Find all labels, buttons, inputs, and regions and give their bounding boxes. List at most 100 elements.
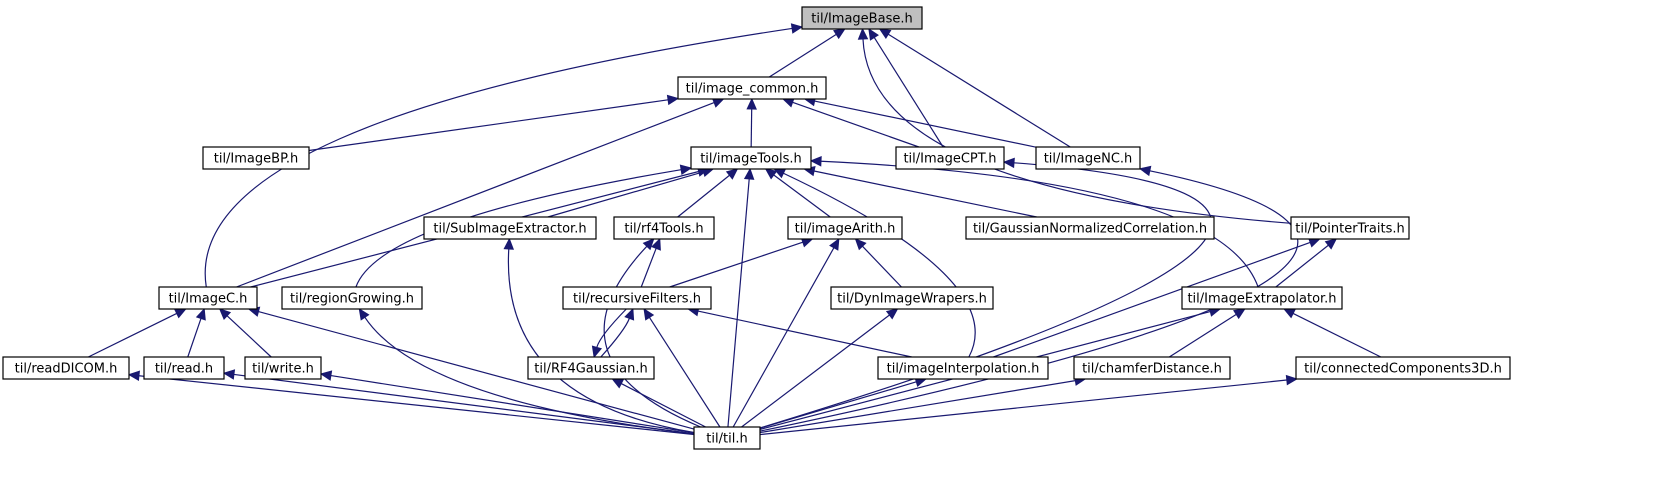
edge-line (677, 174, 730, 218)
edge-line (187, 318, 202, 358)
nodes-layer: til/ImageBase.h til/image_common.h til/Ima… (2, 6, 1511, 450)
node-imageinterpolation[interactable]: til/imageInterpolation.h (877, 356, 1049, 380)
node-image_common[interactable]: til/image_common.h (677, 76, 827, 100)
node-box[interactable] (202, 146, 310, 170)
edge-arrowhead (764, 168, 778, 180)
edge-arrowhead (127, 370, 140, 382)
node-imagebp[interactable]: til/ImageBP.h (202, 146, 310, 170)
edge-imagetools-to-gaussiannormalizedcorrelation (803, 165, 1037, 218)
edge-imagearith-to-til (732, 237, 840, 428)
edge-imagec-to-readdicom (88, 308, 187, 358)
node-box[interactable] (143, 356, 225, 380)
edge-arrowhead (743, 167, 755, 180)
node-box[interactable] (1073, 356, 1231, 380)
node-imagearith[interactable]: til/imageArith.h (787, 216, 903, 240)
node-rf4gaussian[interactable]: til/RF4Gaussian.h (527, 356, 655, 380)
node-rf4tools[interactable]: til/rf4Tools.h (613, 216, 715, 240)
edge-arrowhead (195, 307, 206, 321)
edge-recursivefilters-to-til (643, 307, 721, 428)
node-box[interactable] (1181, 286, 1343, 310)
node-box[interactable] (801, 6, 923, 30)
node-box[interactable] (613, 216, 715, 240)
node-box[interactable] (895, 146, 1005, 170)
node-imagec[interactable]: til/ImageC.h (158, 286, 258, 310)
edge-arrowhead (624, 307, 635, 321)
edge-line (330, 374, 695, 434)
node-label: til/ImageNC.h (1044, 152, 1133, 167)
edge-connectedcomponents3d-to-til (759, 374, 1298, 436)
edge-imagenc-to-til (759, 165, 1299, 432)
node-chamferdistance[interactable]: til/chamferDistance.h (1073, 356, 1231, 380)
edge-imageextrapolator-to-connectedcomponents3d (1283, 308, 1382, 358)
edge-chamferdistance-to-til (759, 375, 1087, 434)
edge-line (759, 381, 917, 429)
edge-recursivefilters-to-rf4gaussian (600, 307, 635, 358)
node-box[interactable] (877, 356, 1049, 380)
node-box[interactable] (527, 356, 655, 380)
node-connectedcomponents3d[interactable]: til/connectedComponents3D.h (1295, 356, 1511, 380)
node-imagetools[interactable]: til/imageTools.h (690, 146, 812, 170)
edge-line (768, 33, 837, 78)
node-imagecpt[interactable]: til/ImageCPT.h (895, 146, 1005, 170)
edge-arrowhead (1285, 374, 1298, 386)
node-box[interactable] (244, 356, 322, 380)
node-label: til/readDICOM.h (15, 362, 118, 377)
node-label: til/image_common.h (686, 82, 819, 97)
edge-imagebase-to-imagenc (878, 28, 1071, 148)
node-pointertraits[interactable]: til/PointerTraits.h (1290, 216, 1410, 240)
node-subimageextractor[interactable]: til/SubImageExtractor.h (423, 216, 597, 240)
node-imageextrapolator[interactable]: til/ImageExtrapolator.h (1181, 286, 1343, 310)
node-box[interactable] (965, 216, 1215, 240)
node-box[interactable] (281, 286, 423, 310)
edge-line (258, 311, 695, 430)
node-til[interactable]: til/til.h (693, 426, 761, 450)
edge-arrowhead (358, 307, 370, 321)
edge-line (1275, 244, 1329, 288)
edge-arrowhead (1138, 165, 1152, 177)
node-regiongrowing[interactable]: til/regionGrowing.h (281, 286, 423, 310)
node-box[interactable] (693, 426, 761, 450)
edge-arrowhead (1002, 157, 1015, 169)
edge-rf4tools-to-recursivefilters (640, 237, 661, 288)
node-box[interactable] (158, 286, 258, 310)
edge-imagebase-to-imagec (204, 23, 804, 288)
node-read[interactable]: til/read.h (143, 356, 225, 380)
edge-arrowhead (854, 238, 867, 251)
node-write[interactable]: til/write.h (244, 356, 322, 380)
edge-line (308, 99, 669, 152)
edge-dynimagewrapers-to-til (741, 308, 899, 428)
edge-image_common-to-imagetools (746, 97, 757, 148)
node-box[interactable] (562, 286, 712, 310)
node-box[interactable] (677, 76, 827, 100)
node-box[interactable] (2, 356, 130, 380)
node-box[interactable] (1290, 216, 1410, 240)
edge-line (759, 170, 1299, 432)
edge-imageextrapolator-to-chamferdistance (1168, 308, 1246, 358)
edge-imageinterpolation-to-til (759, 376, 928, 429)
node-recursivefilters[interactable]: til/recursiveFilters.h (562, 286, 712, 310)
edge-rf4tools-to-til (603, 238, 701, 428)
node-box[interactable] (1035, 146, 1141, 170)
node-readdicom[interactable]: til/readDICOM.h (2, 356, 130, 380)
edge-arrowhead (1233, 308, 1246, 320)
edge-line (732, 247, 835, 428)
edge-arrowhead (218, 308, 232, 321)
node-box[interactable] (787, 216, 903, 240)
edge-line (1292, 312, 1382, 358)
node-box[interactable] (690, 146, 812, 170)
node-dynimagewrapers[interactable]: til/DynImageWrapers.h (830, 286, 994, 310)
node-box[interactable] (830, 286, 994, 310)
edge-arrowhead (725, 168, 739, 180)
edge-arrowhead (173, 308, 187, 319)
edge-arrowhead (222, 369, 236, 380)
node-box[interactable] (1295, 356, 1511, 380)
edge-line (640, 248, 657, 288)
node-imagenc[interactable]: til/ImageNC.h (1035, 146, 1141, 170)
node-imagebase[interactable]: til/ImageBase.h (801, 6, 923, 30)
node-label: til/write.h (252, 362, 314, 377)
node-label: til/til.h (706, 432, 747, 447)
node-box[interactable] (423, 216, 597, 240)
node-gaussiannormalizedcorrelation[interactable]: til/GaussianNormalizedCorrelation.h (965, 216, 1215, 240)
edge-write-to-til (319, 370, 695, 434)
edge-imagetools-to-subimageextractor (547, 166, 715, 218)
